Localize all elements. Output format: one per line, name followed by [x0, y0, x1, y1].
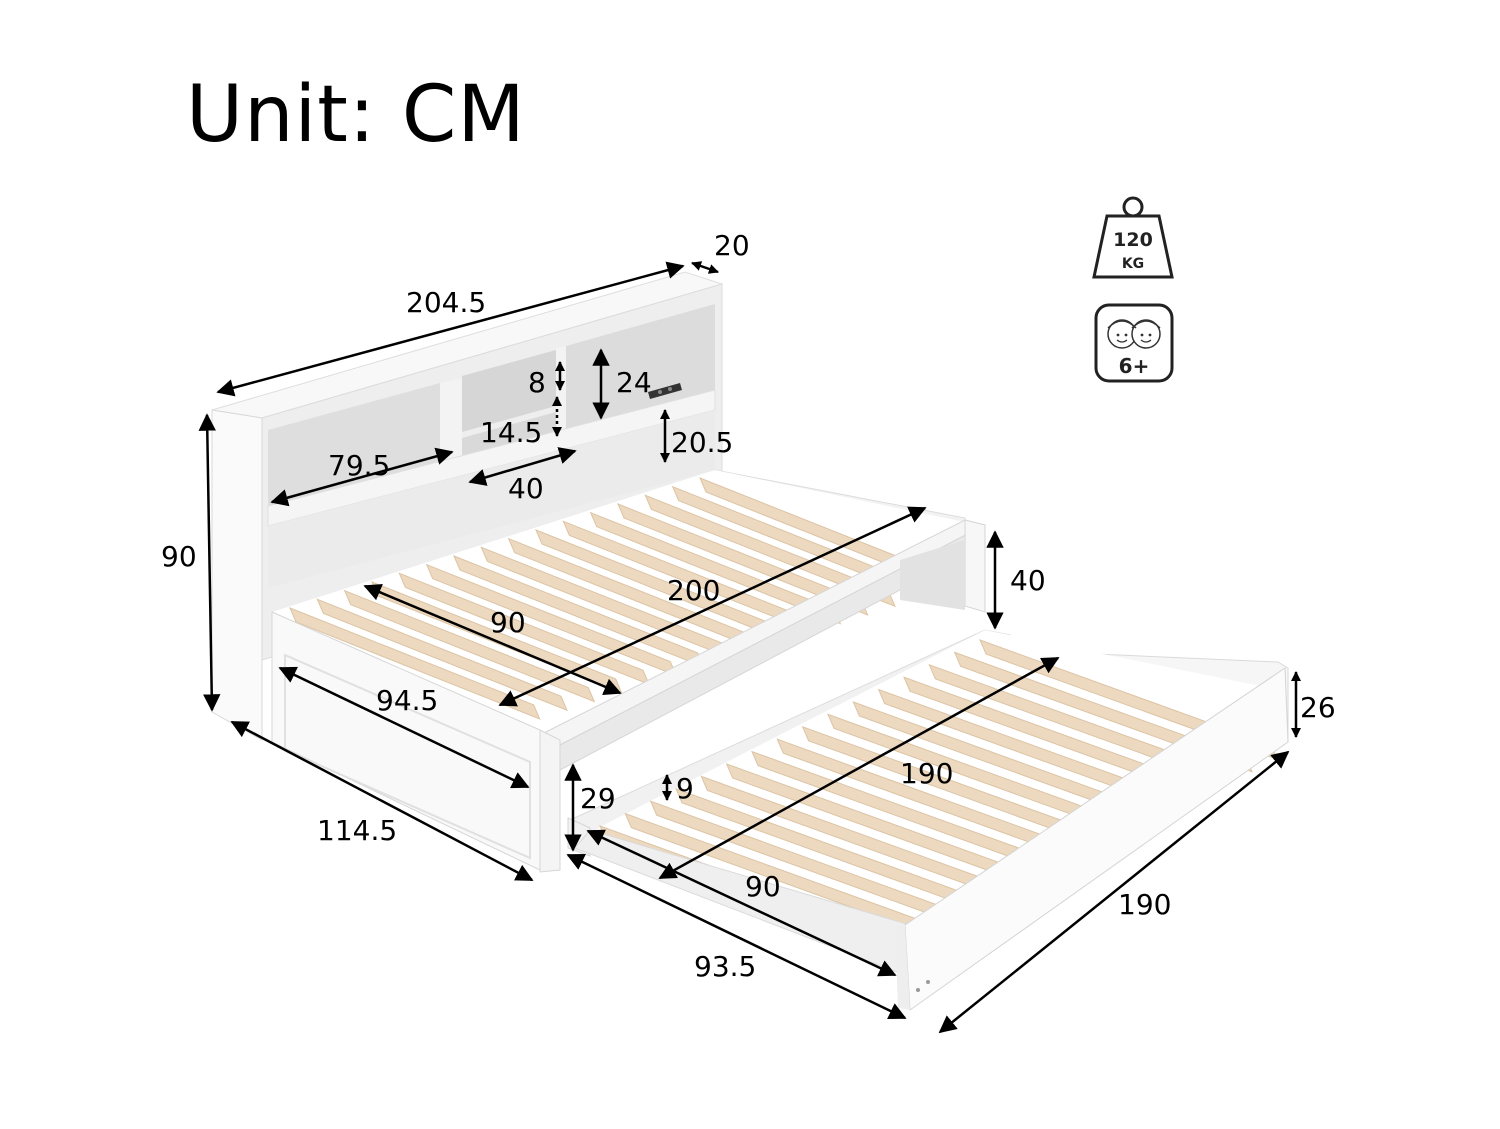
- dim-shelf-upper-height: 24: [616, 366, 652, 399]
- dim-trundle-height-front: 29: [580, 782, 616, 815]
- weight-value: 120: [1113, 229, 1153, 251]
- dim-shelf-lower-height: 14.5: [480, 416, 542, 449]
- children-age-icon: 6+: [1094, 303, 1174, 383]
- dim-trundle-outer-width: 93.5: [694, 950, 756, 983]
- dim-trundle-length-inner: 190: [900, 757, 953, 790]
- dim-headboard-length: 204.5: [406, 286, 486, 319]
- dim-bed-end-width: 94.5: [376, 684, 438, 717]
- unit-title: Unit: CM: [186, 70, 526, 160]
- dim-bed-length: 200: [667, 574, 720, 607]
- dimension-lines: [198, 261, 1301, 1034]
- dim-shelf-mid-width: 40: [508, 472, 544, 505]
- dim-shelf-top-height: 8: [528, 366, 546, 399]
- dim-trundle-length-outer: 190: [1118, 888, 1171, 921]
- dim-bed-inner-width: 90: [490, 606, 526, 639]
- dim-total-height: 90: [161, 540, 197, 573]
- dim-bed-height: 40: [1010, 564, 1046, 597]
- dim-trundle-inner-width: 90: [745, 870, 781, 903]
- age-value: 6+: [1119, 354, 1150, 378]
- dim-trundle-slat-depth: 9: [676, 772, 694, 805]
- weight-capacity-icon: 120 KG: [1092, 196, 1174, 279]
- dimension-labels: 204.5 20 90 8 24 14.5 20.5 79.5 40 200 4…: [161, 229, 1336, 983]
- dim-shelf-left-width: 79.5: [328, 449, 390, 482]
- dim-headboard-depth: 20: [714, 229, 750, 262]
- dim-bed-total-width: 114.5: [317, 814, 397, 847]
- dim-shelf-right-height: 20.5: [671, 426, 733, 459]
- dim-trundle-height-back: 26: [1300, 691, 1336, 724]
- weight-unit: KG: [1122, 256, 1144, 272]
